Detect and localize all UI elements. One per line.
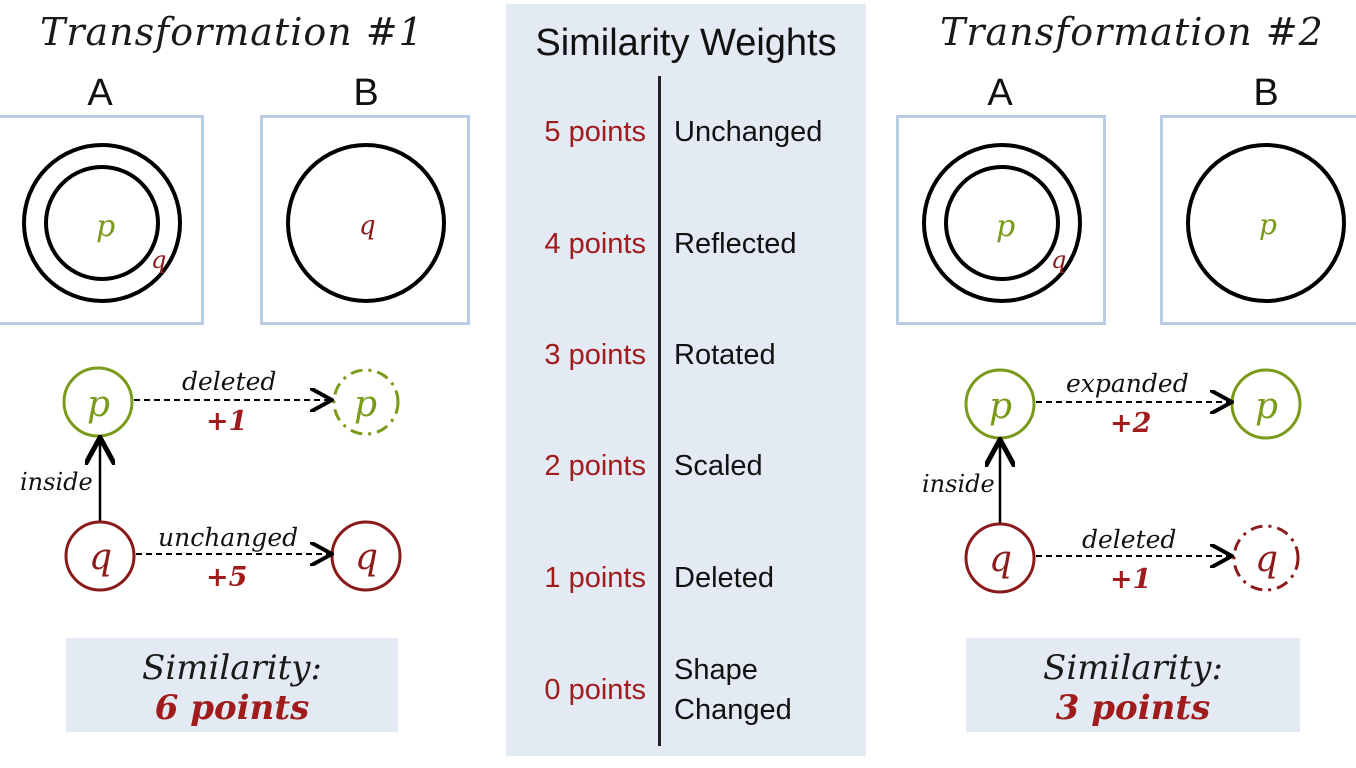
top-edge-label: deleted [182, 367, 276, 396]
top-edge-label: expanded [1066, 369, 1189, 398]
node-p-right-label: p [354, 384, 377, 425]
weight-label-deleted: Deleted [674, 562, 774, 594]
node-p-right-label: p [1255, 386, 1278, 427]
weight-label-changed: Changed [674, 694, 792, 726]
q-letter: q [151, 246, 166, 274]
bottom-edge-label: deleted [1082, 525, 1176, 554]
left-label-a: A [87, 72, 113, 114]
node-q-right-deleted [1232, 524, 1300, 592]
node-q-left [64, 520, 136, 592]
p-letter: p [996, 209, 1015, 244]
weight-points-0: 0 points [544, 674, 646, 706]
q-letter: q [359, 211, 376, 241]
right-similarity-label: Similarity: [1043, 648, 1223, 688]
node-q-right-label: q [1255, 539, 1278, 580]
bottom-edge-score: +5 [206, 562, 247, 593]
weight-points-3: 3 points [544, 339, 646, 371]
similarity-weights-title: Similarity Weights [535, 22, 837, 64]
weight-label-shape-changed: Shape Changed [674, 650, 864, 730]
left-box-b: q [260, 115, 470, 325]
weight-points-1: 1 points [544, 562, 646, 594]
left-similarity-label: Similarity: [142, 648, 322, 688]
top-edge-score: +1 [206, 406, 247, 437]
inner-circle [944, 165, 1060, 281]
inside-label: inside [922, 470, 995, 498]
left-title: Transformation #1 [40, 10, 424, 54]
weight-label-scaled: Scaled [674, 450, 763, 482]
right-box-b-figure: p [1186, 143, 1346, 303]
left-similarity-value: 6 points [154, 688, 310, 728]
weight-points-2: 2 points [544, 450, 646, 482]
similarity-weights-panel: Similarity Weights 5 points Unchanged 4 … [506, 4, 866, 756]
weight-label-rotated: Rotated [674, 339, 776, 371]
right-graph: p p expanded +2 inside q q deleted +1 [922, 368, 1302, 595]
right-box-a-figure: p q [922, 143, 1082, 303]
node-q-right-label: q [355, 537, 378, 578]
right-box-a: p q [896, 115, 1106, 325]
bottom-edge-score: +1 [1110, 564, 1151, 595]
node-p-left-label: p [87, 384, 110, 425]
left-similarity-box: Similarity: 6 points [66, 638, 398, 732]
left-box-b-figure: q [286, 143, 446, 303]
p-letter: p [1259, 208, 1277, 241]
weights-divider [658, 76, 661, 746]
weight-label-unchanged: Unchanged [674, 116, 823, 148]
right-similarity-box: Similarity: 3 points [966, 638, 1300, 732]
left-box-a-figure: p q [22, 143, 182, 303]
right-similarity-value: 3 points [1055, 688, 1211, 728]
weight-points-4: 4 points [544, 228, 646, 260]
left-label-b: B [353, 72, 379, 114]
right-box-b: p [1160, 115, 1356, 325]
weight-points-5: 5 points [544, 116, 646, 148]
outer-circle [922, 143, 1082, 303]
outer-circle [22, 143, 182, 303]
left-box-a: p q [0, 115, 204, 325]
inside-label: inside [20, 468, 93, 496]
node-q-left-label: q [89, 537, 112, 578]
bottom-edge-label: unchanged [158, 523, 298, 552]
q-letter: q [1051, 246, 1066, 274]
right-label-b: B [1253, 72, 1279, 114]
left-graph: p p deleted +1 inside q q unchanged +5 [20, 366, 402, 593]
right-label-a: A [987, 72, 1013, 114]
circle [1186, 143, 1346, 303]
inner-circle [44, 165, 160, 281]
top-edge-score: +2 [1110, 408, 1151, 439]
node-p-right-deleted [332, 368, 400, 436]
right-title: Transformation #2 [940, 10, 1324, 54]
node-p-left-label: p [989, 386, 1012, 427]
node-q-left [964, 522, 1036, 594]
weight-label-shape: Shape [674, 654, 758, 686]
circle [286, 143, 446, 303]
node-q-left-label: q [989, 539, 1012, 580]
p-letter: p [96, 209, 115, 244]
weight-label-reflected: Reflected [674, 228, 797, 260]
